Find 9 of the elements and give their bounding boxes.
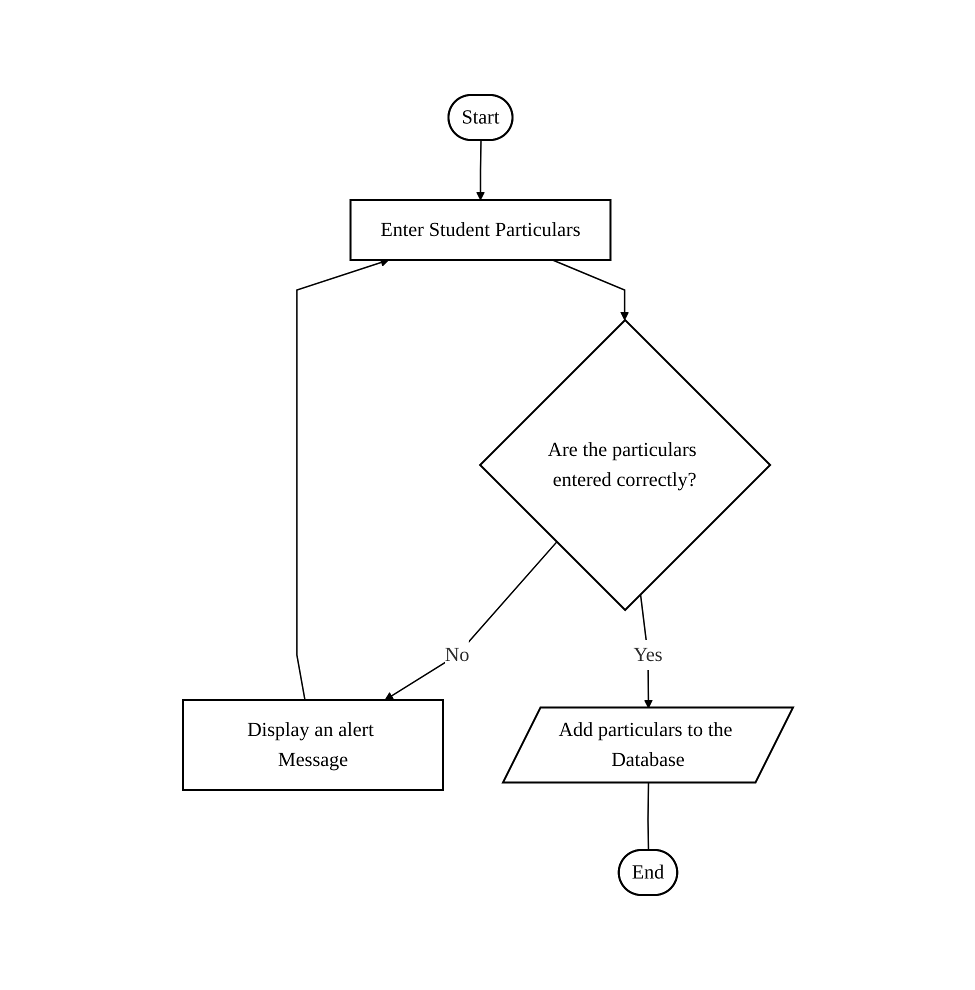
arrow <box>552 259 628 320</box>
arrow <box>384 542 557 700</box>
connector <box>646 782 649 851</box>
edge-label: No <box>444 644 469 666</box>
node-box: Display an alert Message <box>182 699 444 791</box>
edge-label: Yes <box>632 644 662 666</box>
node-diamond: Are the particulars entered correctly? <box>478 318 772 612</box>
arrow <box>476 140 484 200</box>
node-box: Enter Student Particulars <box>349 199 611 261</box>
